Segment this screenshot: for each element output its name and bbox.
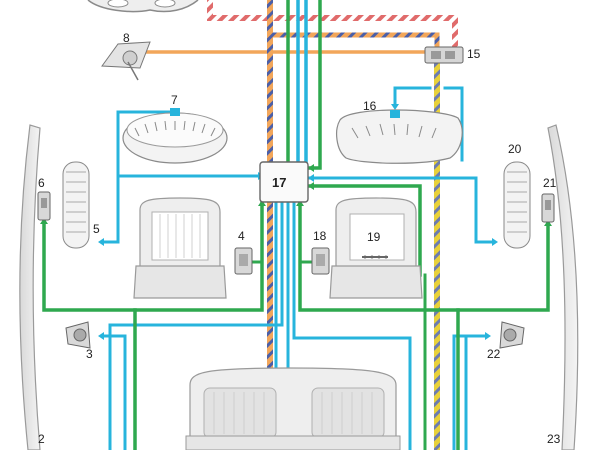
component-15-connector xyxy=(424,46,464,64)
label-6: 6 xyxy=(38,176,45,190)
label-5: 5 xyxy=(93,222,100,236)
label-18: 18 xyxy=(313,229,327,243)
component-4-seat-sensor xyxy=(234,247,253,275)
label-4: 4 xyxy=(238,229,245,243)
label-22: 22 xyxy=(487,347,501,361)
component-7-driver-airbag xyxy=(122,108,228,164)
right-door-panel xyxy=(547,124,579,450)
label-16: 16 xyxy=(363,99,377,113)
label-8: 8 xyxy=(123,31,130,45)
label-3: 3 xyxy=(86,347,93,361)
component-21-right-sensor xyxy=(541,193,555,223)
front-left-seat xyxy=(133,197,227,299)
label-19: 19 xyxy=(367,230,381,244)
steering-wheel xyxy=(87,0,199,13)
component-3-left-rear-pretensioner xyxy=(65,321,91,349)
label-7: 7 xyxy=(171,93,178,107)
component-22-right-rear-pretensioner xyxy=(499,321,525,349)
label-2: 2 xyxy=(38,432,45,446)
component-16-passenger-airbag xyxy=(336,109,463,164)
label-20: 20 xyxy=(508,142,522,156)
label-17: 17 xyxy=(272,175,286,190)
component-20-right-side-airbag xyxy=(503,161,531,249)
label-21: 21 xyxy=(543,176,557,190)
component-17-control-unit xyxy=(259,161,309,203)
component-8-sensor xyxy=(101,41,151,81)
component-5-left-side-airbag xyxy=(62,161,90,249)
front-right-seat xyxy=(329,197,423,299)
left-door-panel xyxy=(19,124,41,450)
component-19-occupancy-sensor xyxy=(362,255,388,259)
rear-bench-seat xyxy=(185,367,401,450)
component-18-seat-sensor xyxy=(311,247,330,275)
label-23: 23 xyxy=(547,432,561,446)
component-6-left-sensor xyxy=(37,191,51,221)
label-15: 15 xyxy=(467,47,481,61)
number-labels: 8 15 7 16 20 6 21 17 5 4 18 19 3 22 2 23 xyxy=(38,31,561,446)
